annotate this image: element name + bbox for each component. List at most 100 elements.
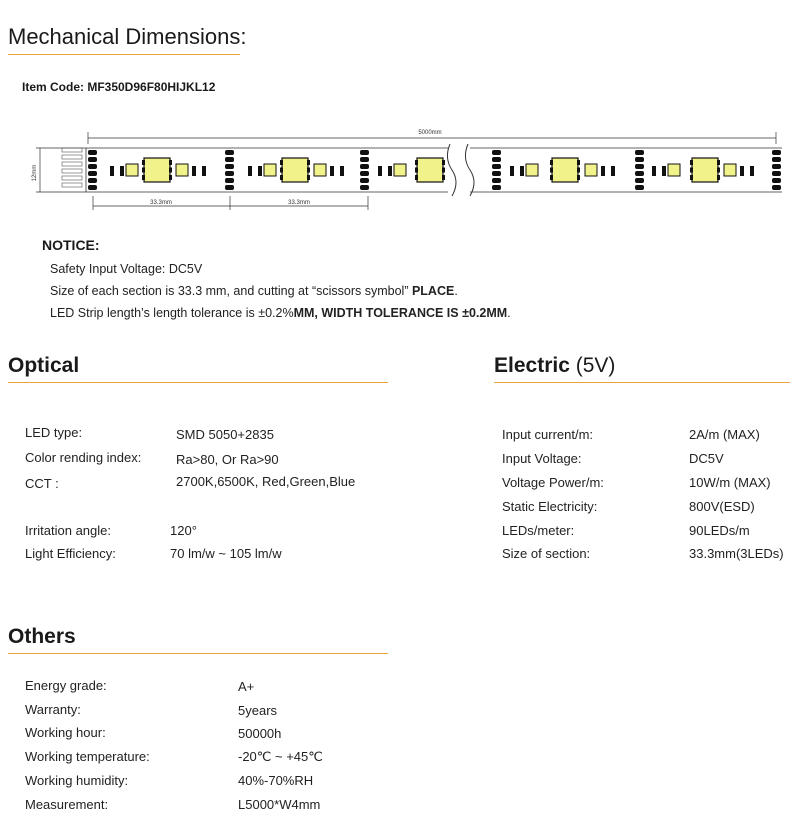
length-dimension: 5000mm — [87, 130, 777, 144]
resistor — [601, 166, 605, 176]
notice-line-3-end: . — [507, 306, 511, 320]
optical-title: Optical — [8, 354, 80, 377]
solder-pad — [360, 178, 369, 183]
electric-label: Static Electricity: — [502, 499, 598, 514]
solder-pad — [492, 157, 501, 162]
connector-pins — [61, 147, 83, 188]
notice-line-3: LED Strip length’s length tolerance is ±… — [50, 306, 511, 320]
resistor — [740, 166, 744, 176]
notice-title: NOTICE: — [42, 237, 100, 253]
led-chip — [691, 157, 719, 183]
solder-pad — [772, 157, 781, 162]
electric-title-main: Electric — [494, 354, 570, 377]
solder-pad — [225, 150, 234, 155]
solder-pad — [360, 185, 369, 190]
led-terminal — [169, 160, 172, 165]
led-chip — [416, 157, 444, 183]
electric-value: 2A/m (MAX) — [689, 427, 760, 442]
solder-pad — [492, 178, 501, 183]
small-led-chip — [393, 163, 407, 177]
others-label: Warranty: — [25, 702, 81, 717]
resistor — [202, 166, 206, 176]
led-terminal — [169, 167, 172, 173]
others-label: Working temperature: — [25, 749, 150, 764]
solder-pad — [492, 150, 501, 155]
small-led-chip — [125, 163, 139, 177]
solder-pad — [225, 185, 234, 190]
resistor — [611, 166, 615, 176]
section-label-1: 33.3mm — [150, 200, 172, 206]
electric-label: Voltage Power/m: — [502, 475, 604, 490]
electric-label: Input Voltage: — [502, 451, 582, 466]
led-terminal — [307, 160, 310, 165]
led-chip — [281, 157, 309, 183]
others-value: 5years — [238, 703, 278, 718]
notice-line-2: Size of each section is 33.3 mm, and cut… — [50, 284, 458, 298]
optical-value: Ra>80, Or Ra>90 — [176, 452, 279, 467]
solder-pad — [772, 178, 781, 183]
led-terminal — [415, 160, 418, 165]
notice-line-3-bold: MM, WIDTH TOLERANCE IS ±0.2MM — [293, 306, 508, 320]
electric-value: 90LEDs/m — [689, 523, 750, 538]
solder-pad — [88, 164, 97, 169]
electric-value: 10W/m (MAX) — [689, 475, 771, 490]
solder-pad — [360, 157, 369, 162]
led-chip — [551, 157, 579, 183]
resistor — [378, 166, 382, 176]
led-terminal — [415, 175, 418, 180]
solder-pad — [225, 171, 234, 176]
led-chip — [143, 157, 171, 183]
solder-pad — [88, 185, 97, 190]
resistor — [330, 166, 334, 176]
notice-line-2-bold: PLACE — [411, 284, 455, 298]
solder-pad — [225, 157, 234, 162]
led-terminal — [577, 160, 580, 165]
resistor — [662, 166, 666, 176]
led-terminal — [690, 175, 693, 180]
led-terminal — [307, 175, 310, 180]
solder-pad — [88, 150, 97, 155]
led-terminal — [142, 160, 145, 165]
led-terminal — [280, 175, 283, 180]
optical-label: Color rending index: — [25, 450, 142, 465]
small-led-chip — [313, 163, 327, 177]
electric-title-rule — [494, 382, 790, 383]
optical-label: Irritation angle: — [25, 523, 111, 538]
led-terminal — [550, 167, 553, 173]
resistor — [192, 166, 196, 176]
resistor — [340, 166, 344, 176]
led-terminal — [415, 167, 418, 173]
led-terminal — [690, 160, 693, 165]
resistor — [652, 166, 656, 176]
others-value: A+ — [238, 679, 255, 694]
resistor — [258, 166, 262, 176]
led-terminal — [717, 175, 720, 180]
led-terminal — [169, 175, 172, 180]
notice-line-3-text: LED Strip length’s length tolerance is ±… — [50, 306, 294, 320]
electric-title-suffix: (5V) — [569, 354, 616, 377]
solder-pad — [635, 164, 644, 169]
width-label: 12mm — [32, 165, 38, 182]
others-value: L5000*W4mm — [238, 797, 321, 812]
length-label: 5000mm — [418, 130, 441, 136]
optical-value: 2700K,6500K, Red,Green,Blue — [176, 474, 356, 489]
small-led-chip — [525, 163, 539, 177]
led-terminal — [717, 167, 720, 173]
solder-pad — [360, 171, 369, 176]
solder-pad — [772, 171, 781, 176]
mechanical-title: Mechanical Dimensions: — [8, 24, 247, 49]
led-terminal — [142, 175, 145, 180]
others-label: Working humidity: — [25, 773, 129, 788]
solder-pad — [635, 178, 644, 183]
led-terminal — [442, 175, 445, 180]
others-label: Measurement: — [25, 797, 109, 812]
optical-label: Light Efficiency: — [25, 546, 116, 561]
others-title: Others — [8, 625, 76, 648]
others-label: Working hour: — [25, 725, 106, 740]
solder-pad — [635, 171, 644, 176]
solder-pad — [635, 185, 644, 190]
electric-label: LEDs/meter: — [502, 523, 575, 538]
section-dimensions: 33.3mm 33.3mm — [92, 196, 369, 210]
electric-value: 33.3mm(3LEDs) — [689, 546, 784, 561]
solder-pad — [360, 150, 369, 155]
